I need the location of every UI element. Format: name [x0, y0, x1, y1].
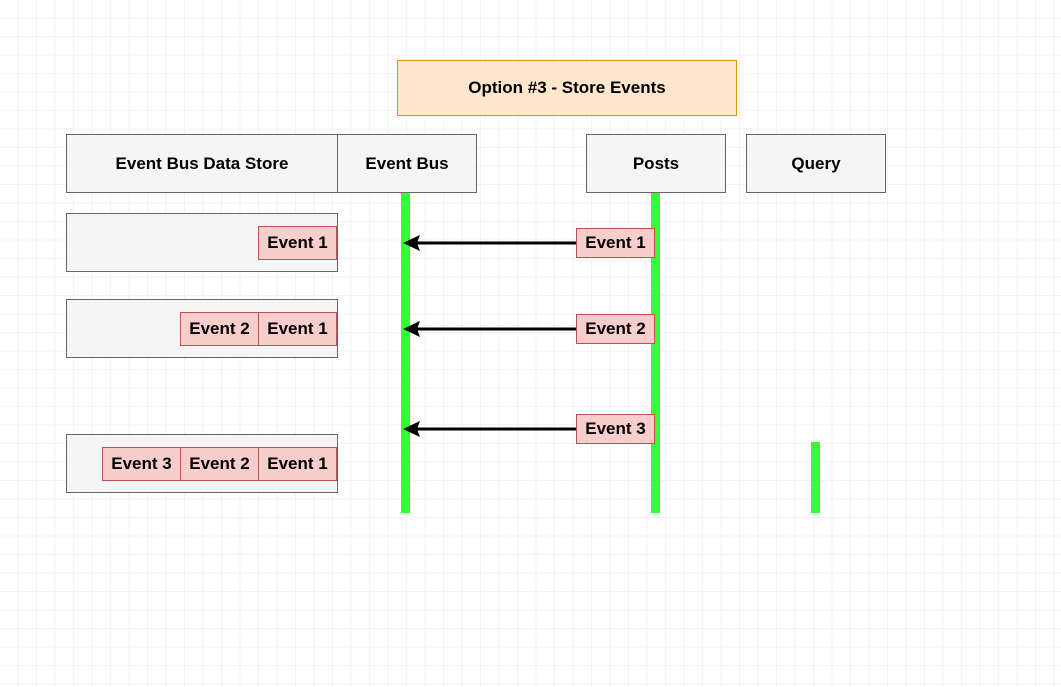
store-event-chip[interactable]: Event 3: [102, 446, 181, 481]
lane-header-label: Event Bus Data Store: [115, 153, 289, 173]
diagram-title-box[interactable]: Option #3 - Store Events: [397, 60, 737, 116]
lane-header-label: Posts: [632, 153, 680, 173]
lane-header-label: Event Bus: [365, 153, 449, 173]
message-label-3[interactable]: Event 3: [576, 414, 655, 444]
store-row-3: Event 3 Event 2 Event 1: [66, 434, 338, 493]
message-label-text: Event 3: [585, 419, 646, 438]
lifeline-posts: [651, 193, 660, 513]
lane-header-posts[interactable]: Posts: [586, 134, 726, 193]
store-row-1: Event 1: [66, 213, 338, 272]
store-event-chip[interactable]: Event 2: [180, 311, 259, 346]
lane-header-event-bus[interactable]: Event Bus: [337, 134, 477, 193]
lane-header-query[interactable]: Query: [746, 134, 886, 193]
lifeline-event-bus: [401, 193, 410, 513]
store-event-chip[interactable]: Event 1: [258, 225, 337, 260]
message-label-text: Event 1: [585, 233, 646, 252]
lifeline-query: [811, 442, 820, 513]
store-row-2: Event 2 Event 1: [66, 299, 338, 358]
message-arrow-3: [403, 421, 590, 437]
message-arrow-1: [403, 235, 590, 251]
diagram-title-label: Option #3 - Store Events: [468, 78, 666, 97]
message-arrow-2: [403, 321, 590, 337]
store-event-chip[interactable]: Event 1: [258, 446, 337, 481]
store-event-chip[interactable]: Event 2: [180, 446, 259, 481]
lane-header-label: Query: [791, 153, 841, 173]
message-label-1[interactable]: Event 1: [576, 228, 655, 258]
message-label-2[interactable]: Event 2: [576, 314, 655, 344]
store-event-chip[interactable]: Event 1: [258, 311, 337, 346]
message-label-text: Event 2: [585, 319, 646, 338]
lane-header-event-bus-data-store[interactable]: Event Bus Data Store: [66, 134, 338, 193]
